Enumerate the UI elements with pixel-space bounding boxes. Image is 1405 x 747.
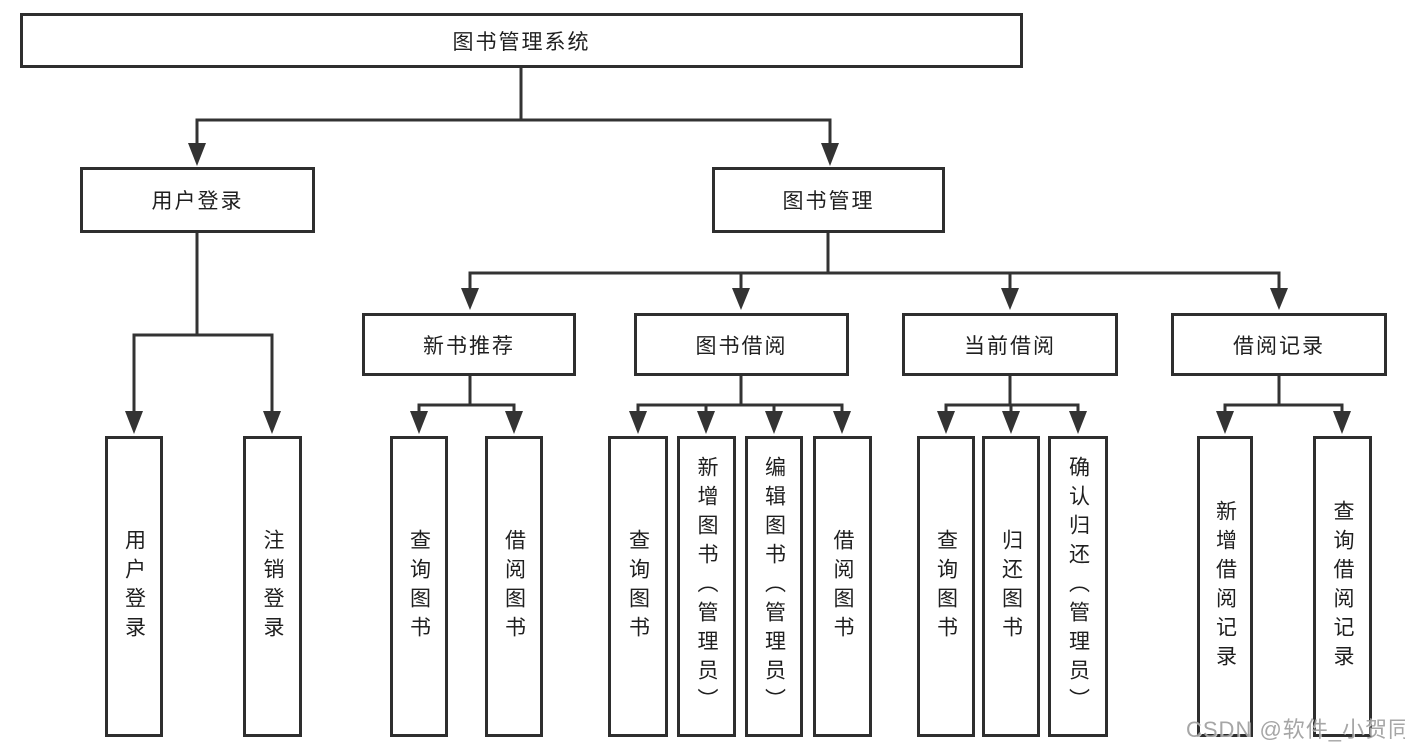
node-book-borrowing: 图书借阅: [634, 313, 849, 376]
leaf-add-books-admin-label: 新增图书（管理员）: [695, 456, 718, 717]
leaf-add-borrow-record: 新增借阅记录: [1197, 436, 1253, 737]
connector-new-book-branch: [417, 376, 516, 413]
leaf-query-books-recommend: 查询图书: [390, 436, 448, 737]
leaf-add-books-admin: 新增图书（管理员）: [677, 436, 736, 737]
leaf-borrow-books-label: 借阅图书: [831, 528, 854, 645]
connector-level2-bar: [195, 118, 832, 146]
connector-book-borrowing-branch: [636, 376, 844, 413]
leaf-borrow-books: 借阅图书: [813, 436, 872, 737]
leaf-borrow-books-recommend-label: 借阅图书: [502, 528, 526, 645]
leaf-edit-books-admin-label: 编辑图书（管理员）: [762, 456, 786, 717]
connector-borrow-records-branch: [1223, 376, 1344, 413]
leaf-add-borrow-record-label: 新增借阅记录: [1213, 499, 1237, 674]
node-book-management: 图书管理: [712, 167, 945, 233]
leaf-query-books-borrowing-label: 查询图书: [626, 528, 650, 645]
leaf-return-books: 归还图书: [982, 436, 1040, 737]
connector-book-management-branch: [468, 233, 1281, 291]
leaf-query-borrow-record-label: 查询借阅记录: [1331, 499, 1354, 674]
node-user-login: 用户登录: [80, 167, 315, 233]
leaf-return-books-label: 归还图书: [999, 528, 1023, 645]
node-new-book-recommendation: 新书推荐: [362, 313, 576, 376]
node-library-management-system: 图书管理系统: [20, 13, 1023, 68]
leaf-edit-books-admin: 编辑图书（管理员）: [745, 436, 803, 737]
leaf-user-login: 用户登录: [105, 436, 163, 737]
leaf-user-login-label: 用户登录: [122, 528, 146, 645]
leaf-logout-label: 注销登录: [261, 528, 284, 645]
connector-current-borrowing-branch: [944, 376, 1080, 413]
leaf-query-books-current: 查询图书: [917, 436, 975, 737]
connector-user-login-branch: [132, 233, 274, 413]
node-borrowing-records: 借阅记录: [1171, 313, 1387, 376]
leaf-query-borrow-record: 查询借阅记录: [1313, 436, 1372, 737]
arrowheads: [125, 143, 1351, 434]
leaf-confirm-return-admin-label: 确认归还（管理员）: [1066, 456, 1090, 717]
leaf-query-books-current-label: 查询图书: [934, 528, 958, 645]
leaf-query-books-borrowing: 查询图书: [608, 436, 668, 737]
leaf-logout: 注销登录: [243, 436, 302, 737]
leaf-borrow-books-recommend: 借阅图书: [485, 436, 543, 737]
watermark: CSDN @软件_小贺同学: [1186, 717, 1405, 742]
node-current-borrowing: 当前借阅: [902, 313, 1118, 376]
leaf-query-books-recommend-label: 查询图书: [407, 528, 431, 645]
leaf-confirm-return-admin: 确认归还（管理员）: [1048, 436, 1108, 737]
